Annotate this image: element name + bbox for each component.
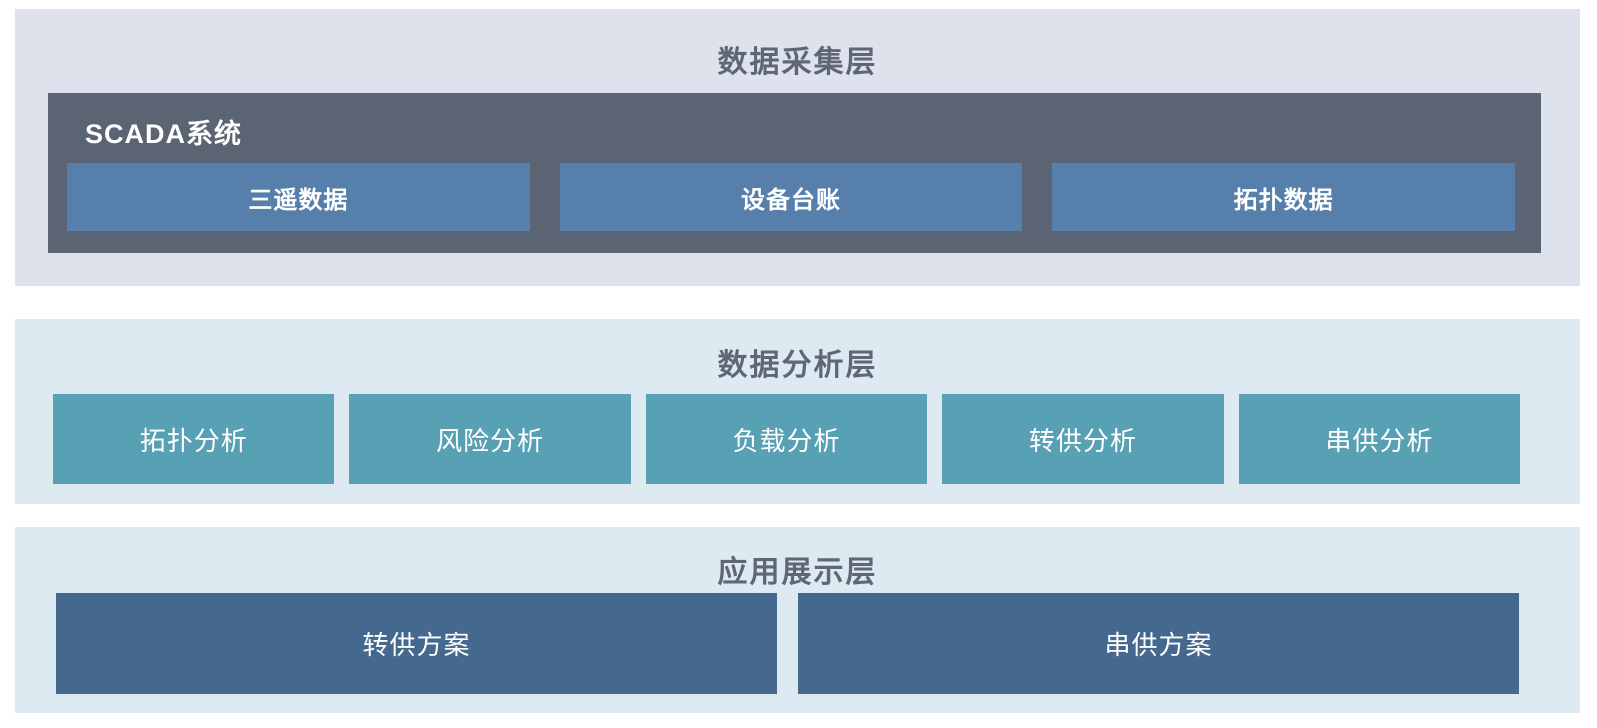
scada-data-row: 三遥数据 设备台账 拓扑数据 [67, 163, 1516, 231]
analysis-row: 拓扑分析 风险分析 负载分析 转供分析 串供分析 [53, 394, 1521, 484]
box-cascade-supply-analysis: 串供分析 [1238, 394, 1521, 484]
box-topology-data: 拓扑数据 [1052, 163, 1516, 231]
layer-title-application-display: 应用展示层 [717, 556, 878, 589]
layer-title-data-collection: 数据采集层 [717, 46, 878, 79]
layer-data-collection: 数据采集层 SCADA系统 三遥数据 设备台账 拓扑数据 [15, 9, 1580, 286]
box-risk-analysis: 风险分析 [349, 394, 631, 484]
scada-system-box: SCADA系统 三遥数据 设备台账 拓扑数据 [48, 93, 1541, 253]
box-transfer-supply-analysis: 转供分析 [942, 394, 1224, 484]
box-cascade-supply-plan: 串供方案 [798, 593, 1519, 694]
scada-system-label: SCADA系统 [85, 119, 243, 149]
application-row: 转供方案 串供方案 [56, 593, 1519, 694]
layer-data-analysis: 数据分析层 拓扑分析 风险分析 负载分析 转供分析 串供分析 [15, 319, 1580, 504]
box-transfer-supply-plan: 转供方案 [56, 593, 777, 694]
box-device-ledger: 设备台账 [559, 163, 1023, 231]
layer-title-data-analysis: 数据分析层 [717, 349, 878, 382]
box-remote-telemetry-data: 三遥数据 [67, 163, 530, 231]
layer-application-display: 应用展示层 转供方案 串供方案 [15, 527, 1580, 713]
box-load-analysis: 负载分析 [645, 394, 928, 484]
box-topology-analysis: 拓扑分析 [53, 394, 335, 484]
